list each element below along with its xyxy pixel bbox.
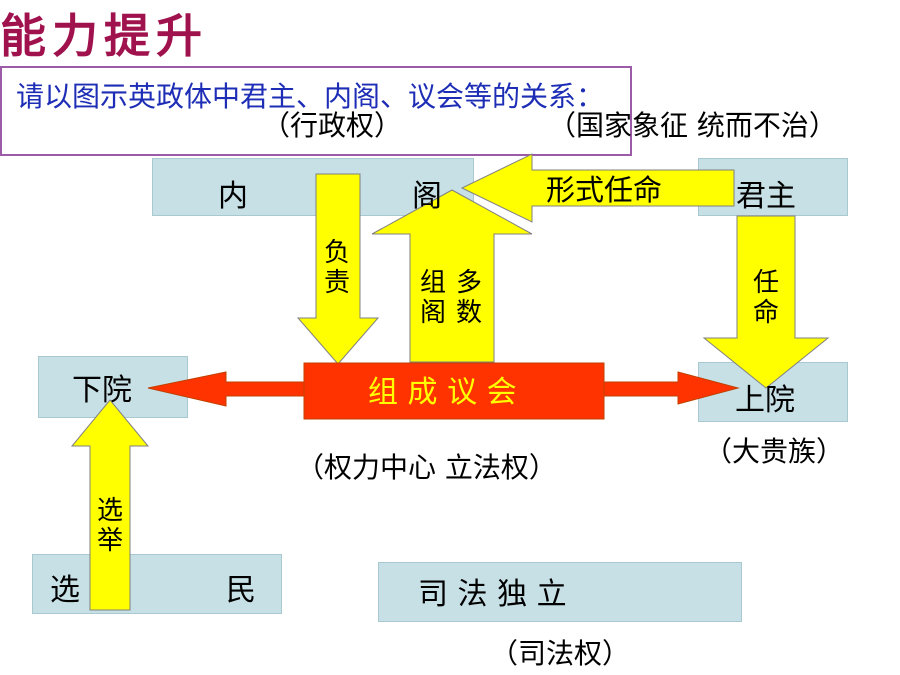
voters-box: [32, 554, 282, 614]
parliament-box: [303, 362, 605, 420]
form-cabinet-label: 组阁: [419, 268, 446, 328]
majority-arrow: [371, 189, 533, 363]
parliament-role-caption: （权力中心 立法权）: [296, 451, 557, 484]
appoint-arrow: [702, 215, 830, 389]
question-text: 请以图示英政体中君主、内阁、议会等的关系：: [0, 66, 632, 156]
cabinet-label-left: 内: [218, 179, 248, 214]
parliament-right-arrow: [603, 371, 740, 405]
voters-label-left: 选: [50, 573, 80, 608]
upper-house-label: 上院: [735, 383, 795, 418]
voters-label-right: 民: [226, 573, 256, 608]
upper-house-caption: （大贵族）: [704, 435, 845, 468]
election-arrow: [70, 399, 150, 611]
monarch-role-caption: （国家象征 统而不治）: [548, 109, 837, 142]
judiciary-label: 司 法 独 立: [418, 577, 567, 612]
appoint-label: 任命: [752, 268, 779, 328]
judiciary-box: [378, 562, 742, 622]
page-title: 能力提升: [0, 9, 208, 63]
monarch-label: 君主: [736, 179, 796, 214]
responsible-label: 负责: [323, 238, 350, 298]
parliament-label: 组 成 议 会: [368, 375, 517, 410]
responsible-arrow: [296, 173, 380, 365]
lower-house-label: 下院: [72, 373, 132, 408]
majority-label: 多数: [455, 268, 482, 328]
cabinet-box: [152, 158, 474, 216]
judicial-power-caption: （司法权）: [490, 637, 631, 670]
parliament-double-arrow: [147, 371, 305, 407]
formal-appointment-arrow: [460, 153, 735, 223]
election-label: 选举: [96, 496, 123, 556]
cabinet-power-caption: （行政权）: [262, 109, 403, 142]
formal-appointment-label: 形式任命: [546, 173, 663, 207]
cabinet-label-right: 阁: [412, 179, 442, 214]
